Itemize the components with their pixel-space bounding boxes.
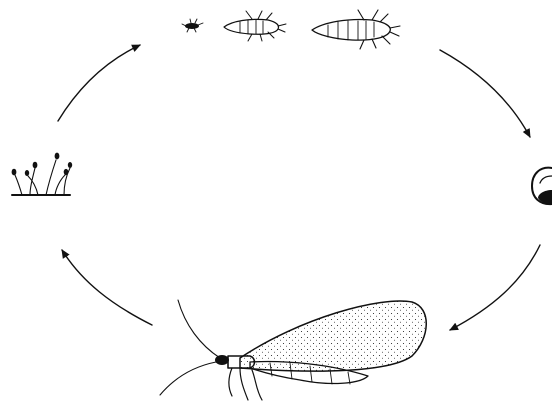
- arrow-pupa-to-adult: [450, 245, 540, 330]
- larva-small-icon: [182, 19, 203, 32]
- lacewing-adult-icon: [160, 300, 426, 400]
- larva-large-icon: [312, 10, 400, 49]
- arrow-eggs-to-larva: [58, 45, 140, 121]
- larva-medium-icon: [224, 11, 286, 41]
- eggs-on-stalks-icon: [12, 153, 73, 195]
- cocoon-icon: [532, 168, 552, 204]
- arrow-larva-to-pupa: [440, 50, 530, 137]
- arrow-adult-to-eggs: [62, 250, 152, 325]
- lacewing-wing: [240, 301, 426, 371]
